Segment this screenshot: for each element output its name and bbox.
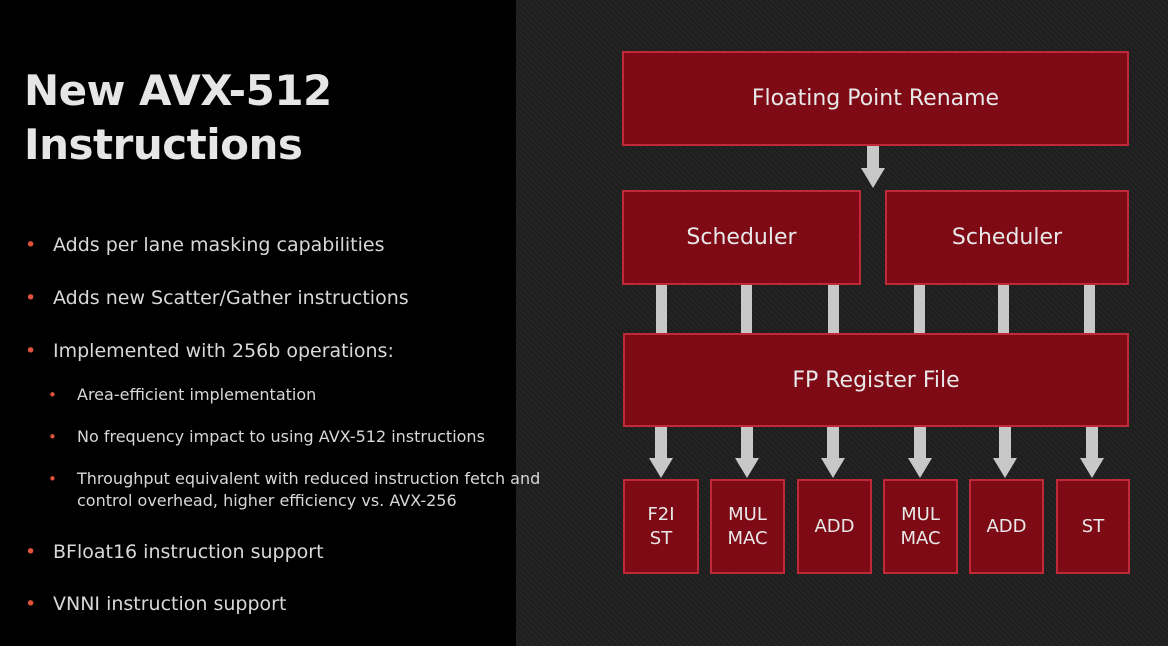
sub-bullet-marker: • <box>48 386 57 404</box>
arrow-rename-to-scheduler <box>861 146 885 188</box>
title-line-2: Instructions <box>24 120 303 169</box>
fp-rename-block: Floating Point Rename <box>622 51 1129 146</box>
arrow-regfile-to-unit <box>908 427 932 478</box>
unit-label-line-2: MAC <box>727 527 768 549</box>
arrow-regfile-to-unit <box>993 427 1017 478</box>
sub-bullet-text: Area-efficient implementation <box>77 385 317 404</box>
arrow-regfile-to-unit <box>1080 427 1104 478</box>
left-panel <box>0 0 516 646</box>
arrow-group <box>649 146 1104 478</box>
execution-unit-mul-mac: MUL MAC <box>710 479 785 574</box>
connector-scheduler-to-regfile <box>741 285 752 333</box>
sub-bullet-text-line-1: Throughput equivalent with reduced instr… <box>77 469 541 488</box>
connector-scheduler-to-regfile <box>656 285 667 333</box>
sub-bullet-marker: • <box>48 428 57 446</box>
bullet-item: • VNNI instruction support <box>25 592 287 616</box>
sub-bullet-item: • Area-efficient implementation <box>48 384 317 406</box>
bullet-marker: • <box>25 340 37 362</box>
slide-title: New AVX-512 Instructions <box>24 64 332 172</box>
bullet-marker: • <box>25 541 37 563</box>
register-file-label: FP Register File <box>792 367 960 393</box>
sub-bullet-marker: • <box>48 470 57 488</box>
bullet-marker: • <box>25 234 37 256</box>
execution-unit-mul-mac: MUL MAC <box>883 479 958 574</box>
title-line-1: New AVX-512 <box>24 66 332 115</box>
execution-unit-f2i-st: F2I ST <box>623 479 699 574</box>
bullet-text: BFloat16 instruction support <box>53 541 324 563</box>
connector-scheduler-to-regfile <box>998 285 1009 333</box>
bullet-item: • BFloat16 instruction support <box>25 540 324 564</box>
scheduler-block-right: Scheduler <box>885 190 1129 285</box>
fp-rename-label: Floating Point Rename <box>751 86 1000 111</box>
scheduler-label: Scheduler <box>951 225 1063 250</box>
bullet-text: Adds per lane masking capabilities <box>53 234 385 256</box>
sub-bullet-text: No frequency impact to using AVX-512 ins… <box>77 427 485 446</box>
scheduler-block-left: Scheduler <box>622 190 861 285</box>
unit-label-line-1: F2I <box>647 503 675 525</box>
sub-bullet-item: • Throughput equivalent with reduced ins… <box>48 468 541 512</box>
bullet-item: • Adds new Scatter/Gather instructions <box>25 286 409 310</box>
arrow-regfile-to-unit <box>821 427 845 478</box>
bullet-text: VNNI instruction support <box>53 593 287 615</box>
arrow-regfile-to-unit <box>735 427 759 478</box>
bullet-marker: • <box>25 287 37 309</box>
fp-register-file-block: FP Register File <box>623 333 1129 427</box>
unit-label-line-1: ST <box>1081 515 1105 537</box>
scheduler-label: Scheduler <box>686 225 797 250</box>
connector-scheduler-to-regfile <box>1084 285 1095 333</box>
unit-label-line-2: MAC <box>900 527 941 549</box>
unit-label-line-1: MUL <box>728 503 767 525</box>
unit-label-line-2: ST <box>649 527 673 549</box>
execution-unit-st: ST <box>1056 479 1130 574</box>
connector-scheduler-to-regfile <box>828 285 839 333</box>
bullet-text: Implemented with 256b operations: <box>53 340 394 362</box>
bullet-item: • Adds per lane masking capabilities <box>25 233 385 257</box>
bullet-item: • Implemented with 256b operations: <box>25 339 394 363</box>
execution-unit-add: ADD <box>969 479 1044 574</box>
bullet-text: Adds new Scatter/Gather instructions <box>53 287 409 309</box>
sub-bullet-text-line-2: control overhead, higher efficiency vs. … <box>77 491 457 510</box>
execution-unit-add: ADD <box>797 479 872 574</box>
bullet-marker: • <box>25 593 37 615</box>
connector-scheduler-to-regfile <box>914 285 925 333</box>
unit-label-line-1: ADD <box>986 515 1027 537</box>
unit-label-line-1: MUL <box>901 503 940 525</box>
unit-label-line-1: ADD <box>814 515 855 537</box>
arrow-regfile-to-unit <box>649 427 673 478</box>
sub-bullet-item: • No frequency impact to using AVX-512 i… <box>48 426 485 448</box>
